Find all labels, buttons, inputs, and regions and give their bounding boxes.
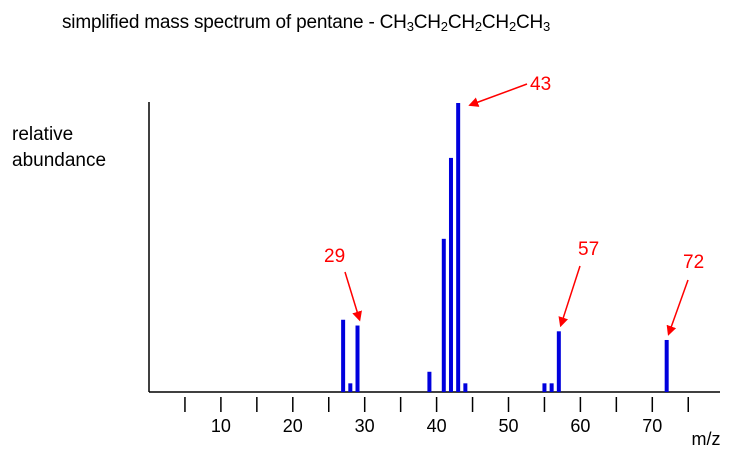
peak-bar (448, 157, 453, 392)
chart-title-formula: CH3CH2CH2CH2CH3 (379, 12, 551, 34)
formula-group: CH (413, 12, 441, 33)
x-axis-label: m/z (692, 429, 721, 449)
peak-bar (463, 383, 468, 392)
x-tick-label: 70 (642, 416, 662, 436)
y-axis-label-line-2: abundance (12, 150, 107, 171)
x-tick-label: 50 (498, 416, 518, 436)
x-tick-label: 40 (427, 416, 447, 436)
formula-group: CH (515, 12, 544, 33)
y-axis-label-line-1: relative (12, 124, 74, 145)
x-tick-label: 10 (211, 416, 231, 436)
x-tick-label: 20 (283, 416, 303, 436)
peak-bar (556, 331, 561, 392)
formula-subscript: 2 (440, 19, 448, 34)
chart-title: simplified mass spectrum of pentane - CH… (62, 12, 550, 34)
y-axis-label: relative abundance (12, 122, 106, 174)
formula-group: CH (481, 12, 509, 33)
peak-bar (664, 339, 669, 392)
formula-subscript: 2 (474, 19, 482, 34)
peak-bar (456, 103, 461, 392)
formula-group: CH (447, 12, 475, 33)
annotation-label: 43 (530, 74, 551, 95)
peak-bar (427, 371, 432, 392)
formula-subscript: 3 (406, 19, 414, 34)
annotation-label: 57 (578, 239, 599, 260)
annotation-label: 72 (683, 252, 704, 273)
peak-bar (355, 325, 360, 392)
peak-bar (542, 383, 547, 392)
annotation-arrow (344, 271, 362, 322)
x-tick-label: 30 (355, 416, 375, 436)
formula-subscript: 3 (543, 19, 551, 34)
formula-subscript: 2 (508, 19, 516, 34)
x-tick-label: 60 (570, 416, 590, 436)
chart-title-text: simplified mass spectrum of pentane - (62, 12, 380, 33)
annotation-arrow (666, 279, 689, 336)
peak-bar (341, 319, 346, 392)
formula-group: CH (379, 12, 407, 33)
peak-bar (549, 383, 554, 392)
annotation-arrow (468, 83, 528, 107)
annotation-label: 29 (324, 246, 345, 267)
peak-bar (441, 238, 446, 392)
annotation-arrow (558, 265, 581, 328)
peak-bar (348, 383, 353, 392)
